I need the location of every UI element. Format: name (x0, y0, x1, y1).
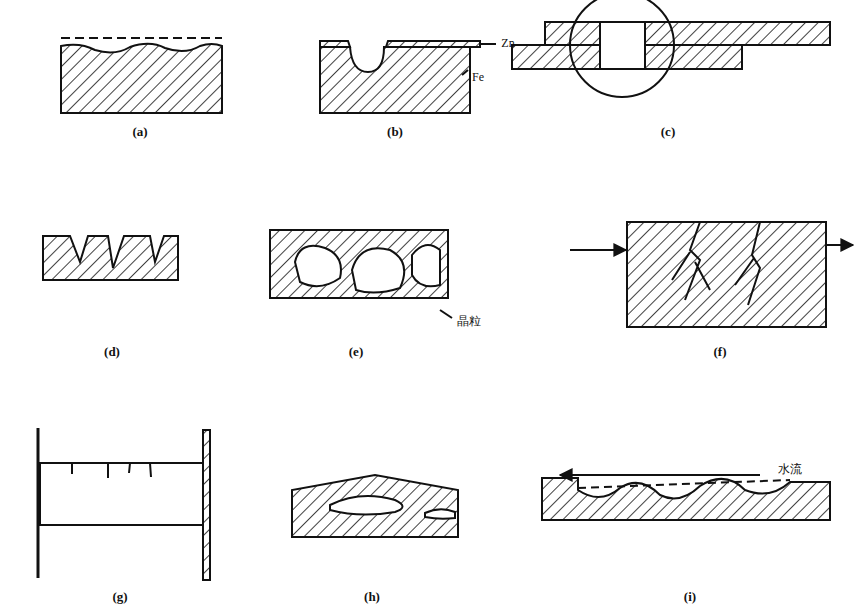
blister (425, 509, 455, 519)
stress-crack (672, 222, 710, 300)
wall (203, 430, 210, 580)
original-surface (61, 37, 222, 39)
grain-cavity (352, 248, 404, 292)
blister (330, 496, 403, 515)
zn-leader (480, 43, 496, 45)
fatigue-crack (72, 463, 151, 478)
steel-base (320, 47, 470, 113)
pitting-block (43, 236, 178, 280)
zinc-coating (320, 41, 480, 47)
grain-cavity (412, 245, 440, 286)
figure-caption: (b) (387, 125, 403, 139)
beam (40, 463, 203, 525)
stress-crack (735, 222, 760, 305)
part-label: 晶粒 (457, 315, 481, 328)
flow-label: 水流 (778, 463, 802, 476)
figure-caption: (a) (132, 125, 147, 139)
layer-corrosion-block (292, 475, 458, 537)
left-support (37, 428, 40, 578)
upper-plate (545, 22, 830, 45)
figure-caption: (f) (714, 345, 727, 359)
figure-caption: (h) (364, 590, 380, 604)
figure-caption: (i) (684, 590, 696, 604)
grain-cavity (295, 246, 341, 286)
fe-leader (462, 70, 468, 75)
tension-arrow (827, 244, 853, 246)
grain-leader (440, 310, 452, 318)
figure-caption: (e) (349, 345, 363, 359)
tension-arrow (570, 249, 626, 251)
metal-label: Fe (472, 71, 484, 84)
flow-arrow (560, 474, 760, 476)
figure-caption: (d) (104, 345, 120, 359)
rivet (600, 22, 645, 69)
erosion-block (542, 478, 830, 520)
intergranular-block (270, 230, 448, 298)
crevice-zone (570, 0, 674, 97)
stressed-block (627, 222, 826, 327)
figure-caption: (c) (661, 125, 675, 139)
figure-caption: (g) (112, 590, 127, 604)
uniform-corrosion-block (61, 44, 222, 113)
metal-label: Zn (501, 37, 514, 50)
worn-surface (578, 480, 790, 488)
